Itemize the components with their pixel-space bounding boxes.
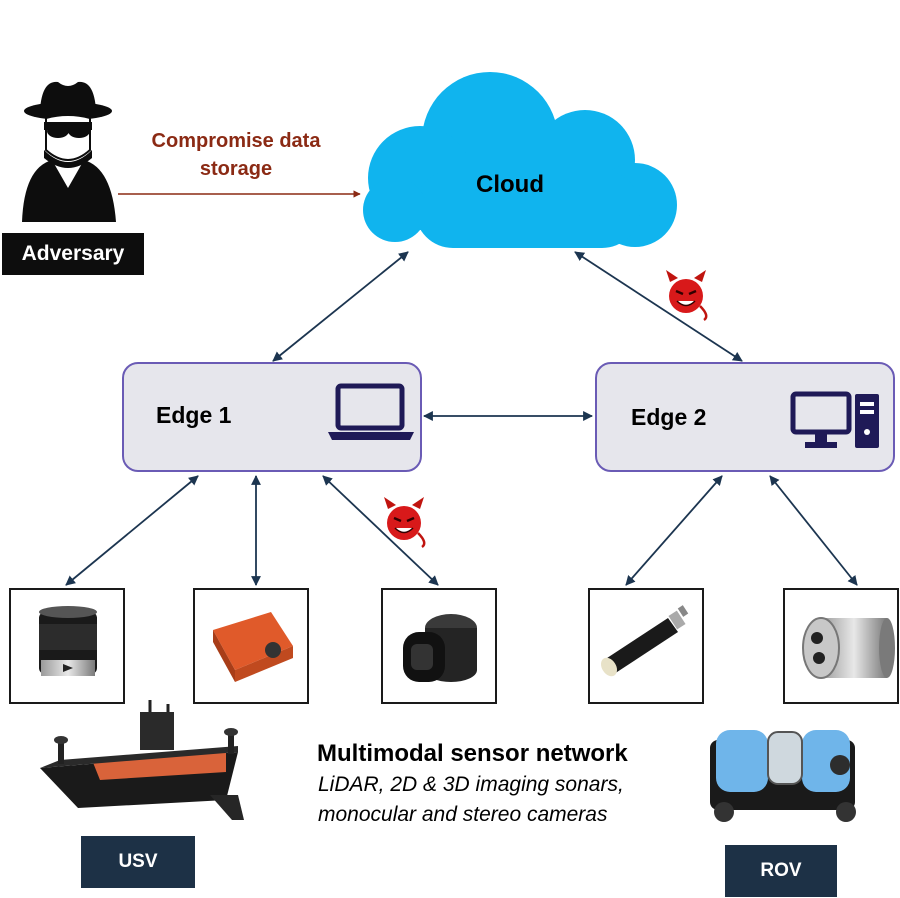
adversary-action-text: Compromise data storage [126, 127, 346, 183]
network-description-line2: monocular and stereo cameras [318, 803, 608, 826]
adversary-label-box: Adversary [2, 233, 144, 275]
network-description-line1: LiDAR, 2D & 3D imaging sonars, [318, 773, 624, 796]
cloud-label: Cloud [476, 171, 544, 198]
devil-face-icon [384, 497, 426, 549]
rov-label: ROV [725, 845, 837, 897]
adversary-action-line1: Compromise data [151, 130, 321, 152]
devil-face-icon [666, 270, 708, 322]
network-description: LiDAR, 2D & 3D imaging sonars, monocular… [318, 770, 624, 830]
lidar-sensor-icon [39, 606, 97, 676]
adversary-icon [22, 81, 116, 222]
edge-1-node: Edge 1 [122, 362, 422, 472]
imaging-sonar-2d-icon [213, 612, 293, 682]
arrow-edge1-lidar [65, 475, 199, 586]
usv-label: USV [81, 836, 195, 888]
cloud-shape [363, 72, 677, 248]
sensor-box-monocular [588, 588, 704, 704]
arrow-edge1-sonar3d [322, 475, 439, 586]
arrow-cloud-edge1 [272, 251, 409, 362]
rov-robot-icon [710, 730, 856, 822]
edge-2-node: Edge 2 [595, 362, 895, 472]
arrow-cloud-edge2 [574, 251, 743, 362]
adversary-action-line2: storage [199, 158, 273, 180]
network-title: Multimodal sensor network [317, 740, 628, 767]
sensor-box-sonar3d [381, 588, 497, 704]
sensor-box-stereo [783, 588, 899, 704]
stereo-camera-icon [802, 617, 895, 679]
sensor-box-lidar [9, 588, 125, 704]
laptop-icon [328, 383, 414, 440]
monocular-camera-icon [600, 605, 689, 677]
arrow-edge2-monocular [625, 475, 723, 586]
edge-2-label: Edge 2 [631, 404, 707, 430]
desktop-computer-icon [790, 391, 879, 448]
sensor-box-sonar2d [193, 588, 309, 704]
imaging-sonar-3d-icon [403, 614, 477, 682]
adversary-label: Adversary [21, 242, 125, 265]
arrow-edge2-stereo [769, 475, 858, 586]
edge-1-label: Edge 1 [156, 402, 232, 428]
usv-boat-icon [40, 700, 244, 820]
